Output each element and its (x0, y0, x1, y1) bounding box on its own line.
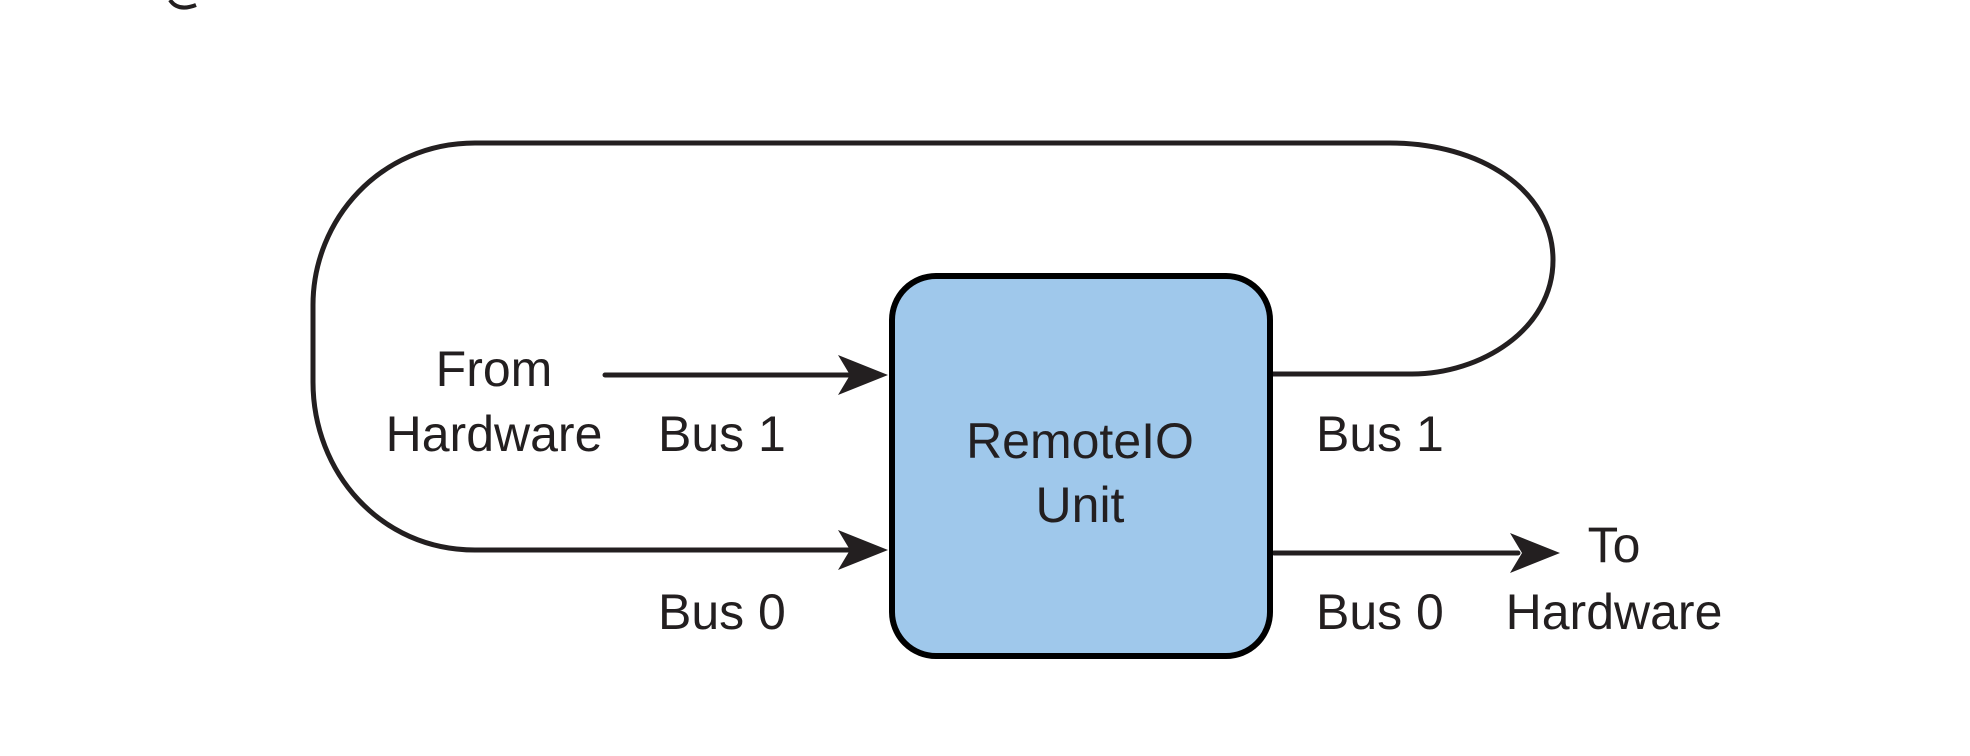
unit-label-line2: Unit (1036, 477, 1125, 533)
output-bus1-label: Bus 1 (1316, 406, 1444, 462)
feedback-loop-wire (310, 140, 1556, 553)
from-hardware-label-line1: From (436, 341, 553, 397)
from-hardware-label-line2: Hardware (386, 406, 603, 462)
input-bus1-label: Bus 1 (658, 406, 786, 462)
input-bus0-arrowhead (838, 530, 888, 570)
output-bus0-arrowhead (1510, 533, 1560, 573)
to-hardware-label-line1: To (1588, 517, 1641, 573)
to-hardware-label-line2: Hardware (1506, 584, 1723, 640)
remoteio-unit-box (889, 273, 1273, 659)
output-bus0-label: Bus 0 (1316, 584, 1444, 640)
input-bus0-label: Bus 0 (658, 584, 786, 640)
unit-label-line1: RemoteIO (966, 413, 1194, 469)
input-bus1-arrowhead (838, 355, 888, 395)
clipped-caption-fragment (168, 0, 197, 10)
